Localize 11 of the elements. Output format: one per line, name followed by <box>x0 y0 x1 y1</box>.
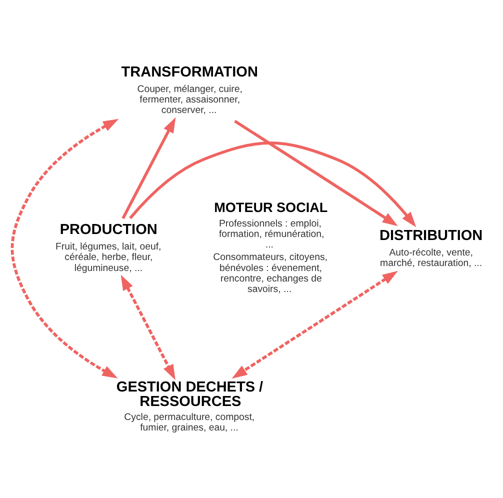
node-text: PRODUCTION Fruit, légumes, lait, oeuf, céréale, herbe, fleur, légumineuse, ... <box>55 222 162 274</box>
arrow <box>232 270 398 378</box>
arrow <box>120 274 176 380</box>
node-text: TRANSFORMATION Couper, mélanger, cuire, fermenter, assaisonner, conserver, ... <box>121 64 258 116</box>
node-text: MOTEUR SOCIAL Professionnels : emploi, formation, rémunération, ... Consommateurs, citoyens, bénévoles : évenement, rencontre, echanges de savoirs, ... <box>213 199 328 295</box>
arrow <box>129 141 416 227</box>
node-text: GESTION DECHETS / RESSOURCES Cycle, permaculture, compost, fumier, graines, eau, ... <box>116 379 264 433</box>
node-text: DISTRIBUTION Auto-récolte, vente, marché, restauration, ... <box>380 227 483 268</box>
arrow <box>122 116 176 219</box>
arrow <box>10 118 119 378</box>
arrow <box>234 119 398 226</box>
